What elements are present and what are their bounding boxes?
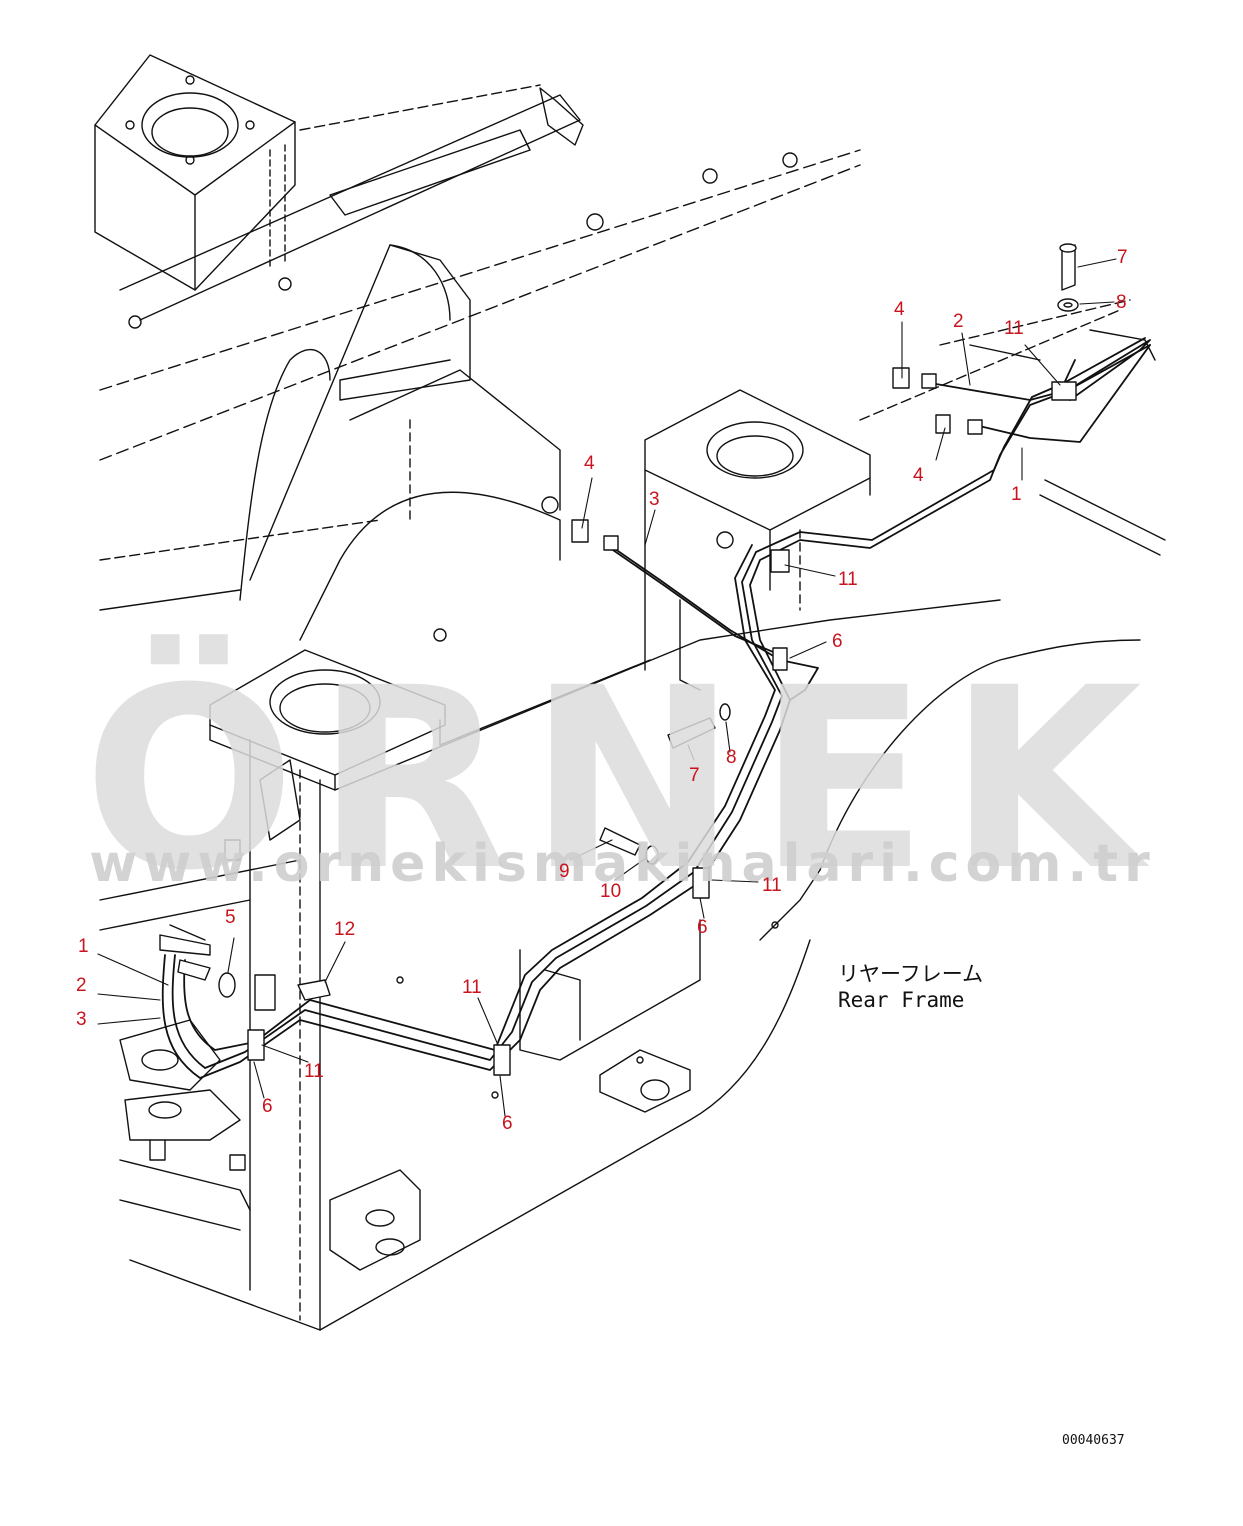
callout-3-left: 3 [76,1009,87,1030]
callout-11-upper: 11 [838,569,858,590]
fitting-elbow-right [935,414,951,434]
washer-mid [719,703,731,721]
callout-10: 10 [600,881,622,902]
plug-5 [218,972,236,998]
callout-7-top: 7 [1117,247,1128,268]
callout-1-left: 1 [78,936,89,957]
fitting-nut [603,535,619,551]
callout-12: 12 [334,919,356,940]
watermark-url: www.ornekismakinalari.com.tr [89,834,1156,894]
right-rail [859,299,1166,556]
fitting-nut-right [967,419,983,435]
top-rail [99,84,861,461]
callout-11-center: 11 [462,977,482,998]
clamp-top-right [1051,381,1077,401]
frame-label-jp: リヤーフレーム [838,962,984,986]
watermark-logo: ÖRNEK [83,634,1162,925]
callout-11-mid: 11 [762,875,782,896]
fitting-elbow-left [571,519,589,543]
clamp-mid [692,867,710,899]
frame-label-en: Rear Frame [838,988,965,1012]
callout-5: 5 [225,907,236,928]
callout-11-left: 11 [304,1061,324,1082]
callout-8-mid: 8 [726,747,737,768]
rear-frame-body [99,519,1141,1331]
callout-9: 9 [559,861,570,882]
fitting-elbow-top [892,367,910,389]
callout-6-left: 6 [262,1096,273,1117]
callout-8-top: 8 [1116,292,1127,313]
upper-mount-block [94,54,296,329]
drawing-number: 00040637 [1062,1433,1125,1448]
bolt-lower [599,827,641,856]
callout-2-top: 2 [953,311,964,332]
callout-4-top: 4 [894,299,905,320]
callout-4-right: 4 [913,465,924,486]
fitting-nut-top [921,373,937,389]
callout-11-top: 11 [1004,318,1024,339]
callout-2-left: 2 [76,975,87,996]
clamps-fittings [159,243,1079,1076]
callout-3-upper: 3 [649,489,660,510]
callout-4-left: 4 [584,453,595,474]
bolt-mid [667,717,716,749]
callout-6-upper: 6 [832,631,843,652]
callout-leaders [97,258,1117,1117]
clamp-upper-mid [772,647,788,671]
washer-lower [645,845,659,865]
callout-1-right: 1 [1011,484,1022,505]
callout-7-mid: 7 [689,765,700,786]
callout-6-center: 6 [502,1113,513,1134]
center-arch [239,244,561,642]
clamp-lower-left [247,1029,265,1061]
clamp-lower-center [493,1044,511,1076]
clamp-upper [770,549,790,573]
callout-6-mid: 6 [697,917,708,938]
fitting-12 [297,979,331,1001]
